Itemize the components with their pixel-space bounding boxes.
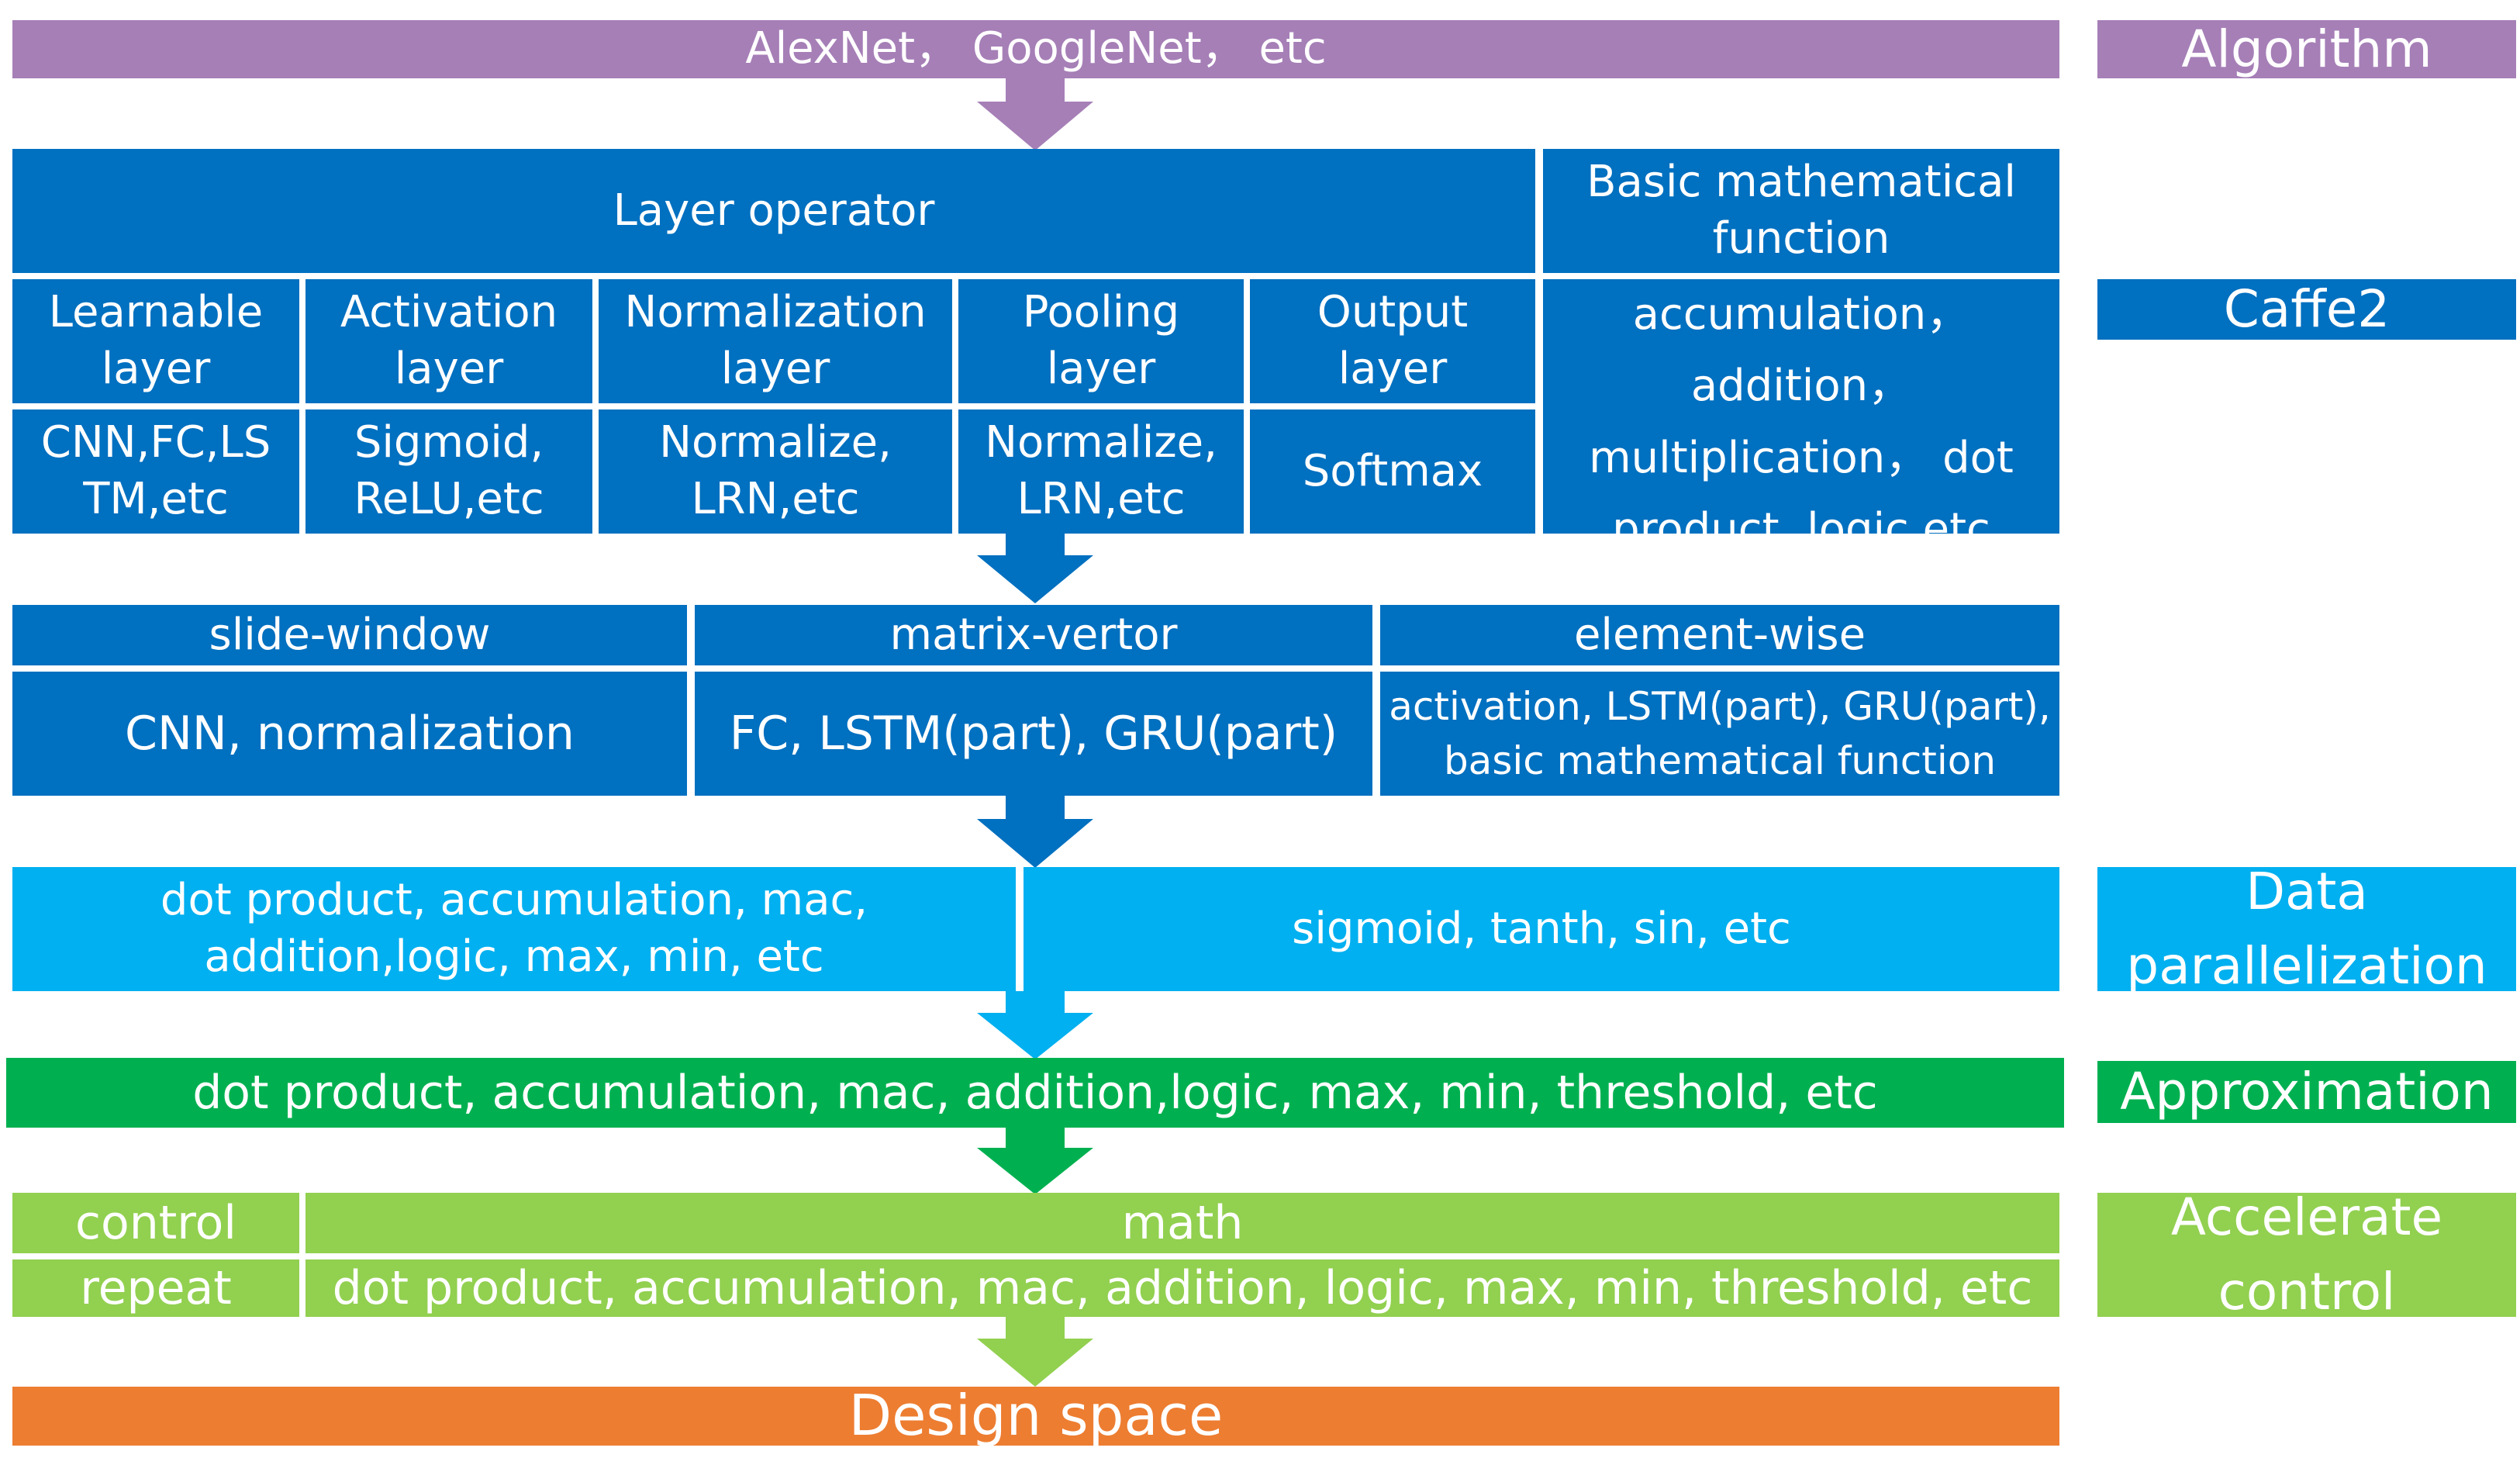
pattern-content-slide-window: CNN, normalization: [12, 672, 687, 796]
category-output-layer: Output layer: [1250, 279, 1535, 403]
accelerate-math-ops-cell: dot product, accumulation, mac, addition…: [306, 1259, 2059, 1317]
example-pooling: Normalize, LRN,etc: [958, 409, 1244, 534]
side-label-algorithm: Algorithm: [2097, 20, 2516, 78]
down-arrow-icon: [977, 1128, 1093, 1194]
accelerate-control-cell: control: [12, 1193, 299, 1253]
data-parallel-left: dot product, accumulation, mac, addition…: [12, 867, 1016, 991]
down-arrow-icon: [977, 78, 1093, 150]
example-output: Softmax: [1250, 409, 1535, 534]
pattern-header-matrix-vector: matrix-vertor: [695, 605, 1372, 665]
down-arrow-icon: [977, 796, 1093, 868]
side-label-caffe2: Caffe2: [2097, 279, 2516, 340]
side-label-accelerate-control: Accelerate control: [2097, 1193, 2516, 1317]
side-label-approximation: Approximation: [2097, 1061, 2516, 1123]
data-parallel-right: sigmoid, tanth, sin, etc: [1024, 867, 2059, 991]
design-space-bar: Design space: [12, 1387, 2059, 1446]
basic-math-ops: accumulation， addition， multiplication， …: [1543, 279, 2059, 534]
pattern-header-element-wise: element-wise: [1380, 605, 2059, 665]
accelerate-repeat-cell: repeat: [12, 1259, 299, 1317]
approximation-bar: dot product, accumulation, mac, addition…: [6, 1058, 2064, 1128]
category-activation-layer: Activation layer: [306, 279, 592, 403]
pattern-content-element-wise: activation, LSTM(part), GRU(part), basic…: [1380, 672, 2059, 796]
example-learnable: CNN,FC,LS TM,etc: [12, 409, 299, 534]
category-pooling-layer: Pooling layer: [958, 279, 1244, 403]
example-activation: Sigmoid, ReLU,etc: [306, 409, 592, 534]
down-arrow-icon: [977, 1317, 1093, 1387]
category-normalization-layer: Normalization layer: [599, 279, 952, 403]
down-arrow-icon: [977, 991, 1093, 1059]
layer-operator-header: Layer operator: [12, 149, 1535, 273]
down-arrow-icon: [977, 534, 1093, 603]
pattern-content-matrix-vector: FC, LSTM(part), GRU(part): [695, 672, 1372, 796]
accelerate-math-cell: math: [306, 1193, 2059, 1253]
basic-math-header: Basic mathematical function: [1543, 149, 2059, 273]
category-learnable-layer: Learnable layer: [12, 279, 299, 403]
example-normalization: Normalize, LRN,etc: [599, 409, 952, 534]
algorithm-bar: AlexNet， GoogleNet， etc: [12, 20, 2059, 78]
side-label-data-parallelization: Data parallelization: [2097, 867, 2516, 991]
pattern-header-slide-window: slide-window: [12, 605, 687, 665]
